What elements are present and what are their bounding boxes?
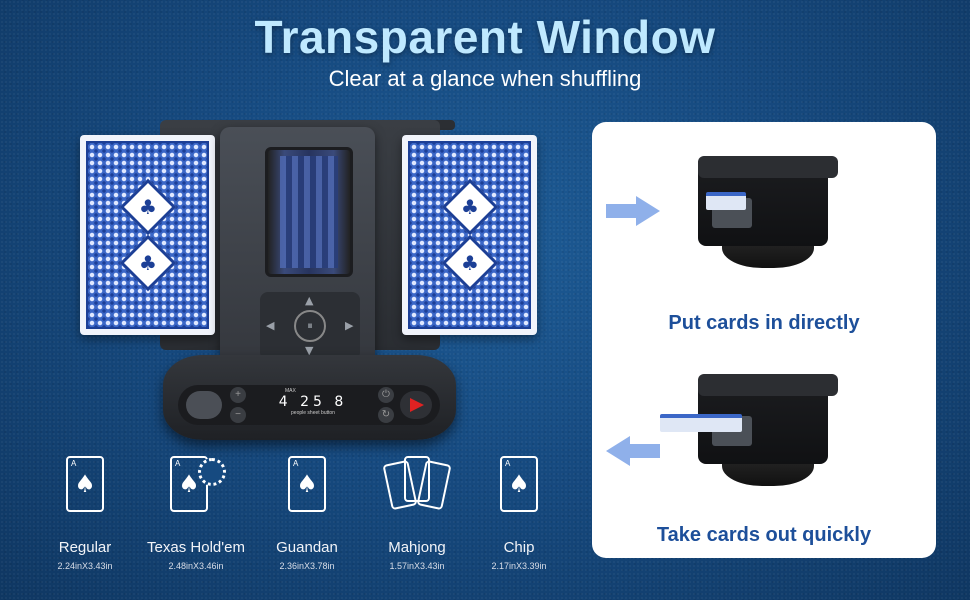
left-card-deck — [80, 135, 215, 335]
card-type-name: Texas Hold'em — [147, 539, 245, 556]
plus-icon[interactable]: + — [230, 387, 246, 403]
card-type-chip: A♠ Chip 2.17inX3.39in — [464, 448, 574, 578]
club-diamond-icon — [441, 178, 498, 236]
card-type-name: Chip — [503, 539, 535, 556]
shuffler-lid — [698, 156, 838, 178]
usage-inset-panel: Put cards in directly Take cards out qui… — [592, 122, 936, 558]
display-values: 4 25 8 — [278, 394, 348, 410]
card-type-size: 2.48inX3.46in — [168, 561, 224, 571]
card-type-size: 2.17inX3.39in — [491, 561, 547, 571]
right-card-deck — [402, 135, 537, 335]
club-diamond-icon — [441, 234, 498, 292]
arrow-left-icon[interactable]: ◀ — [266, 319, 275, 332]
pause-icon[interactable]: ⏸ — [294, 310, 326, 342]
arrow-up-icon[interactable]: ▲ — [305, 294, 314, 307]
shuffler-base — [722, 244, 814, 268]
card-stack — [660, 414, 742, 432]
page-subtitle: Clear at a glance when shuffling — [328, 66, 642, 91]
reset-icon[interactable]: ↻ — [378, 407, 394, 423]
take-cards-caption: Take cards out quickly — [656, 524, 872, 546]
arrow-right-icon — [606, 196, 660, 226]
arrow-down-icon[interactable]: ▼ — [305, 344, 314, 357]
lcd-display: MAX 4 25 8 people sheet button — [273, 388, 353, 422]
card-type-size: 1.57inX3.43in — [389, 561, 445, 571]
put-cards-caption: Put cards in directly — [668, 312, 860, 334]
start-button[interactable] — [400, 391, 432, 419]
transparent-window — [265, 147, 353, 277]
arrow-right-icon[interactable]: ▶ — [345, 319, 354, 332]
club-diamond-icon — [119, 234, 176, 292]
power-icon[interactable]: ⏻ — [378, 387, 394, 403]
shuffler-lid — [698, 374, 838, 396]
center-tower: ▲ ◀ ⏸ ▶ ▼ — [220, 127, 375, 369]
direction-pad[interactable]: ▲ ◀ ⏸ ▶ ▼ — [260, 292, 360, 360]
page-title: Transparent Window — [254, 11, 716, 63]
display-labels: people sheet button — [291, 410, 335, 416]
display-max-label: MAX — [285, 388, 296, 394]
card-type-size: 2.36inX3.78in — [279, 561, 335, 571]
control-panel: + − MAX 4 25 8 people sheet button ⏻ ↻ — [178, 385, 440, 425]
card-back-pattern — [86, 141, 209, 329]
card-shuffler-device: ▲ ◀ ⏸ ▶ ▼ + − MAX 4 25 8 people sheet bu… — [60, 115, 560, 440]
device-base: + − MAX 4 25 8 people sheet button ⏻ ↻ — [163, 355, 456, 440]
minus-icon[interactable]: − — [230, 407, 246, 423]
shuffler-put-illustration — [688, 144, 838, 268]
card-type-regular: A♠ Regular 2.24inX3.43in — [30, 448, 140, 578]
cards-inside-window — [280, 156, 338, 268]
card-type-name: Guandan — [276, 539, 338, 556]
card-type-size: 2.24inX3.43in — [57, 561, 113, 571]
card-type-guandan: A♠ Guandan 2.36inX3.78in — [252, 448, 362, 578]
club-diamond-icon — [119, 178, 176, 236]
card-type-texas-holdem: A♠ Texas Hold'em 2.48inX3.46in — [141, 448, 251, 578]
card-type-name: Regular — [58, 539, 112, 556]
arrow-left-icon — [606, 436, 660, 466]
card-stack — [706, 192, 746, 210]
shuffler-base — [722, 462, 814, 486]
card-back-pattern — [408, 141, 531, 329]
card-type-name: Mahjong — [388, 539, 446, 556]
card-type-mahjong: Mahjong 1.57inX3.43in — [362, 448, 472, 578]
card-types-row: A♠ Regular 2.24inX3.43in A♠ Texas Hold'e… — [0, 448, 580, 578]
mode-button[interactable] — [186, 391, 222, 419]
shuffler-take-illustration — [660, 362, 838, 486]
